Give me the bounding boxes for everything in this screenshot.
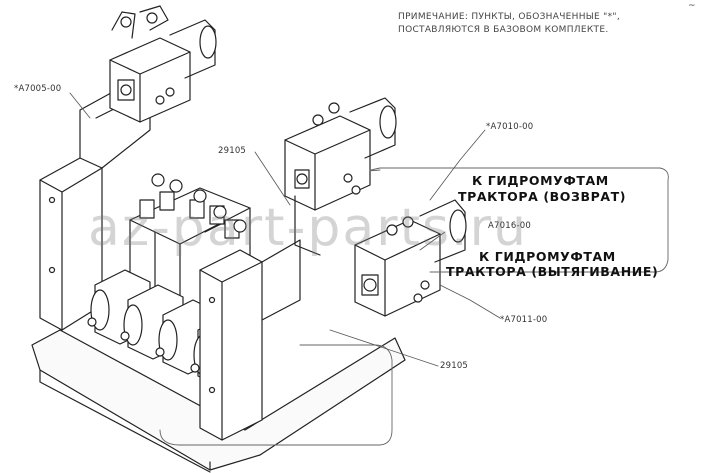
corner-mark: ~: [688, 1, 696, 11]
label-29105-bottom: 29105: [440, 361, 469, 371]
hose-outlines: [159, 167, 669, 446]
label-29105-top: 29105: [218, 146, 247, 156]
bracket-right: [199, 239, 301, 441]
note-line-2: ПОСТАВЛЯЮТСЯ В БАЗОВОМ КОМПЛЕКТЕ.: [398, 25, 609, 35]
label-a7016: A7016-00: [488, 221, 531, 231]
callout-extend-line-2: ТРАКТОРА (ВЫТЯГИВАНИЕ): [446, 264, 659, 279]
watermark: az-part-parts.ru: [88, 198, 528, 258]
label-a7005: *A7005-00: [14, 84, 62, 94]
label-a7011: *A7011-00: [500, 315, 548, 325]
leader-lines: [69, 92, 501, 367]
callout-return-line-2: ТРАКТОРА (ВОЗВРАТ): [458, 189, 627, 204]
valve-block-right: [354, 199, 467, 317]
valve-block-top-left: [109, 5, 217, 123]
callout-return-line-1: К ГИДРОМУФТАМ: [472, 173, 609, 188]
callout-extend-line-1: К ГИДРОМУФТАМ: [479, 249, 616, 264]
base-plate: [31, 329, 406, 473]
note-line-1: ПРИМЕЧАНИЕ: ПУНКТЫ, ОБОЗНАЧЕННЫЕ "*",: [398, 12, 621, 22]
valve-block-center: [284, 97, 397, 256]
label-a7010: *A7010-00: [486, 122, 534, 132]
